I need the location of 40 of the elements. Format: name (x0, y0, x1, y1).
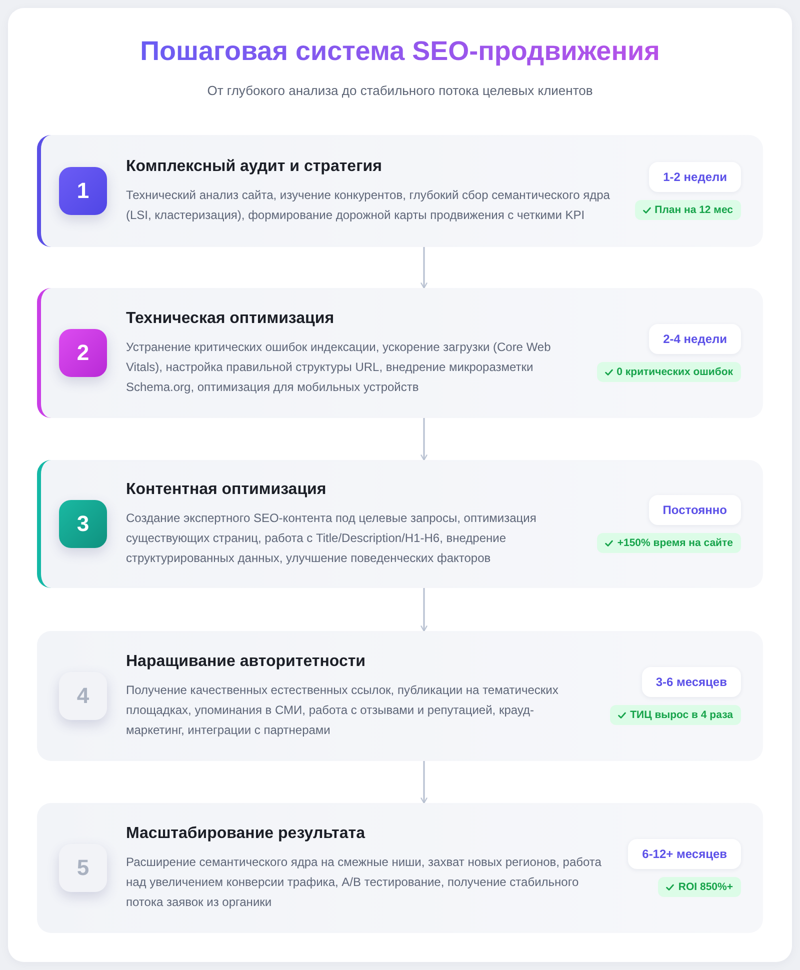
duration-tag: Постоянно (648, 495, 741, 525)
step-card (37, 135, 763, 247)
arrow (420, 247, 428, 289)
result-tag (634, 200, 741, 220)
result-text: 0 критических ошибок (616, 366, 733, 378)
result-tag (658, 877, 741, 897)
result-text: ROI 850%+ (678, 881, 733, 893)
result-tag (596, 362, 741, 382)
duration-tag: 1-2 недели (649, 162, 741, 192)
step-title: Комплексный аудит и стратегия (126, 157, 383, 177)
duration-tag: 2-4 недели (649, 324, 741, 354)
step-title: Наращивание авторитетности (126, 652, 367, 672)
arrow (420, 588, 428, 632)
step-title: Техническая оптимизация (126, 309, 336, 329)
result-tag (610, 705, 741, 725)
duration-tag: 3-6 месяцев (642, 667, 741, 697)
result-text: ТИЦ вырос в 4 раза (630, 709, 733, 721)
result-text: +150% время на сайте (617, 537, 733, 549)
step-card (37, 631, 763, 761)
step-card (37, 288, 763, 418)
step-number-tile: 4 (59, 672, 107, 720)
step-description: Расширение семантического ядра на смежные ниши, захват новых регионов, работа над увеличением конверсии трафика, A/B тестирование, получение стабильного потока заявок из органики (126, 854, 602, 911)
step-number-tile: 3 (59, 500, 107, 548)
arrow (420, 418, 428, 461)
step-description: Устранение критических ошибок индексации, ускорение загрузки (Core Web Vitals), настройка правильной структуры URL, внедрение микроразметки Schema.org, оптимизация для мобильных устройств (126, 339, 552, 396)
subtitle: От глубокого анализа до стабильного потока целевых клиентов (207, 82, 593, 100)
step-number-tile: 5 (59, 844, 107, 892)
arrow (420, 761, 428, 804)
step-title: Контентная оптимизация (126, 480, 328, 500)
step-title: Масштабирование результата (126, 824, 366, 844)
step-description: Создание экспертного SEO-контента под целевые запросы, оптимизация существующих страниц, работа с Title/Description/H1-H6, внедрение структурированных данных, улучшение поведенческих факторов (126, 510, 538, 567)
step-number-tile: 2 (59, 329, 107, 377)
result-text: План на 12 мес (654, 204, 733, 216)
duration-tag: 6-12+ месяцев (628, 839, 741, 869)
step-card (37, 803, 763, 933)
result-tag (597, 533, 741, 553)
step-description: Получение качественных естественных ссылок, публикации на тематических площадках, упоминания в СМИ, работа с отзывами и репутацией, крауд-маркетинг, интеграции с партнерами (126, 682, 560, 739)
step-card (37, 460, 763, 588)
step-description: Технический анализ сайта, изучение конкурентов, глубокий сбор семантического ядра (LSI, кластеризация), формирование дорожной карты продвижения с четкими KPI (126, 187, 611, 224)
step-number-tile: 1 (59, 167, 107, 215)
